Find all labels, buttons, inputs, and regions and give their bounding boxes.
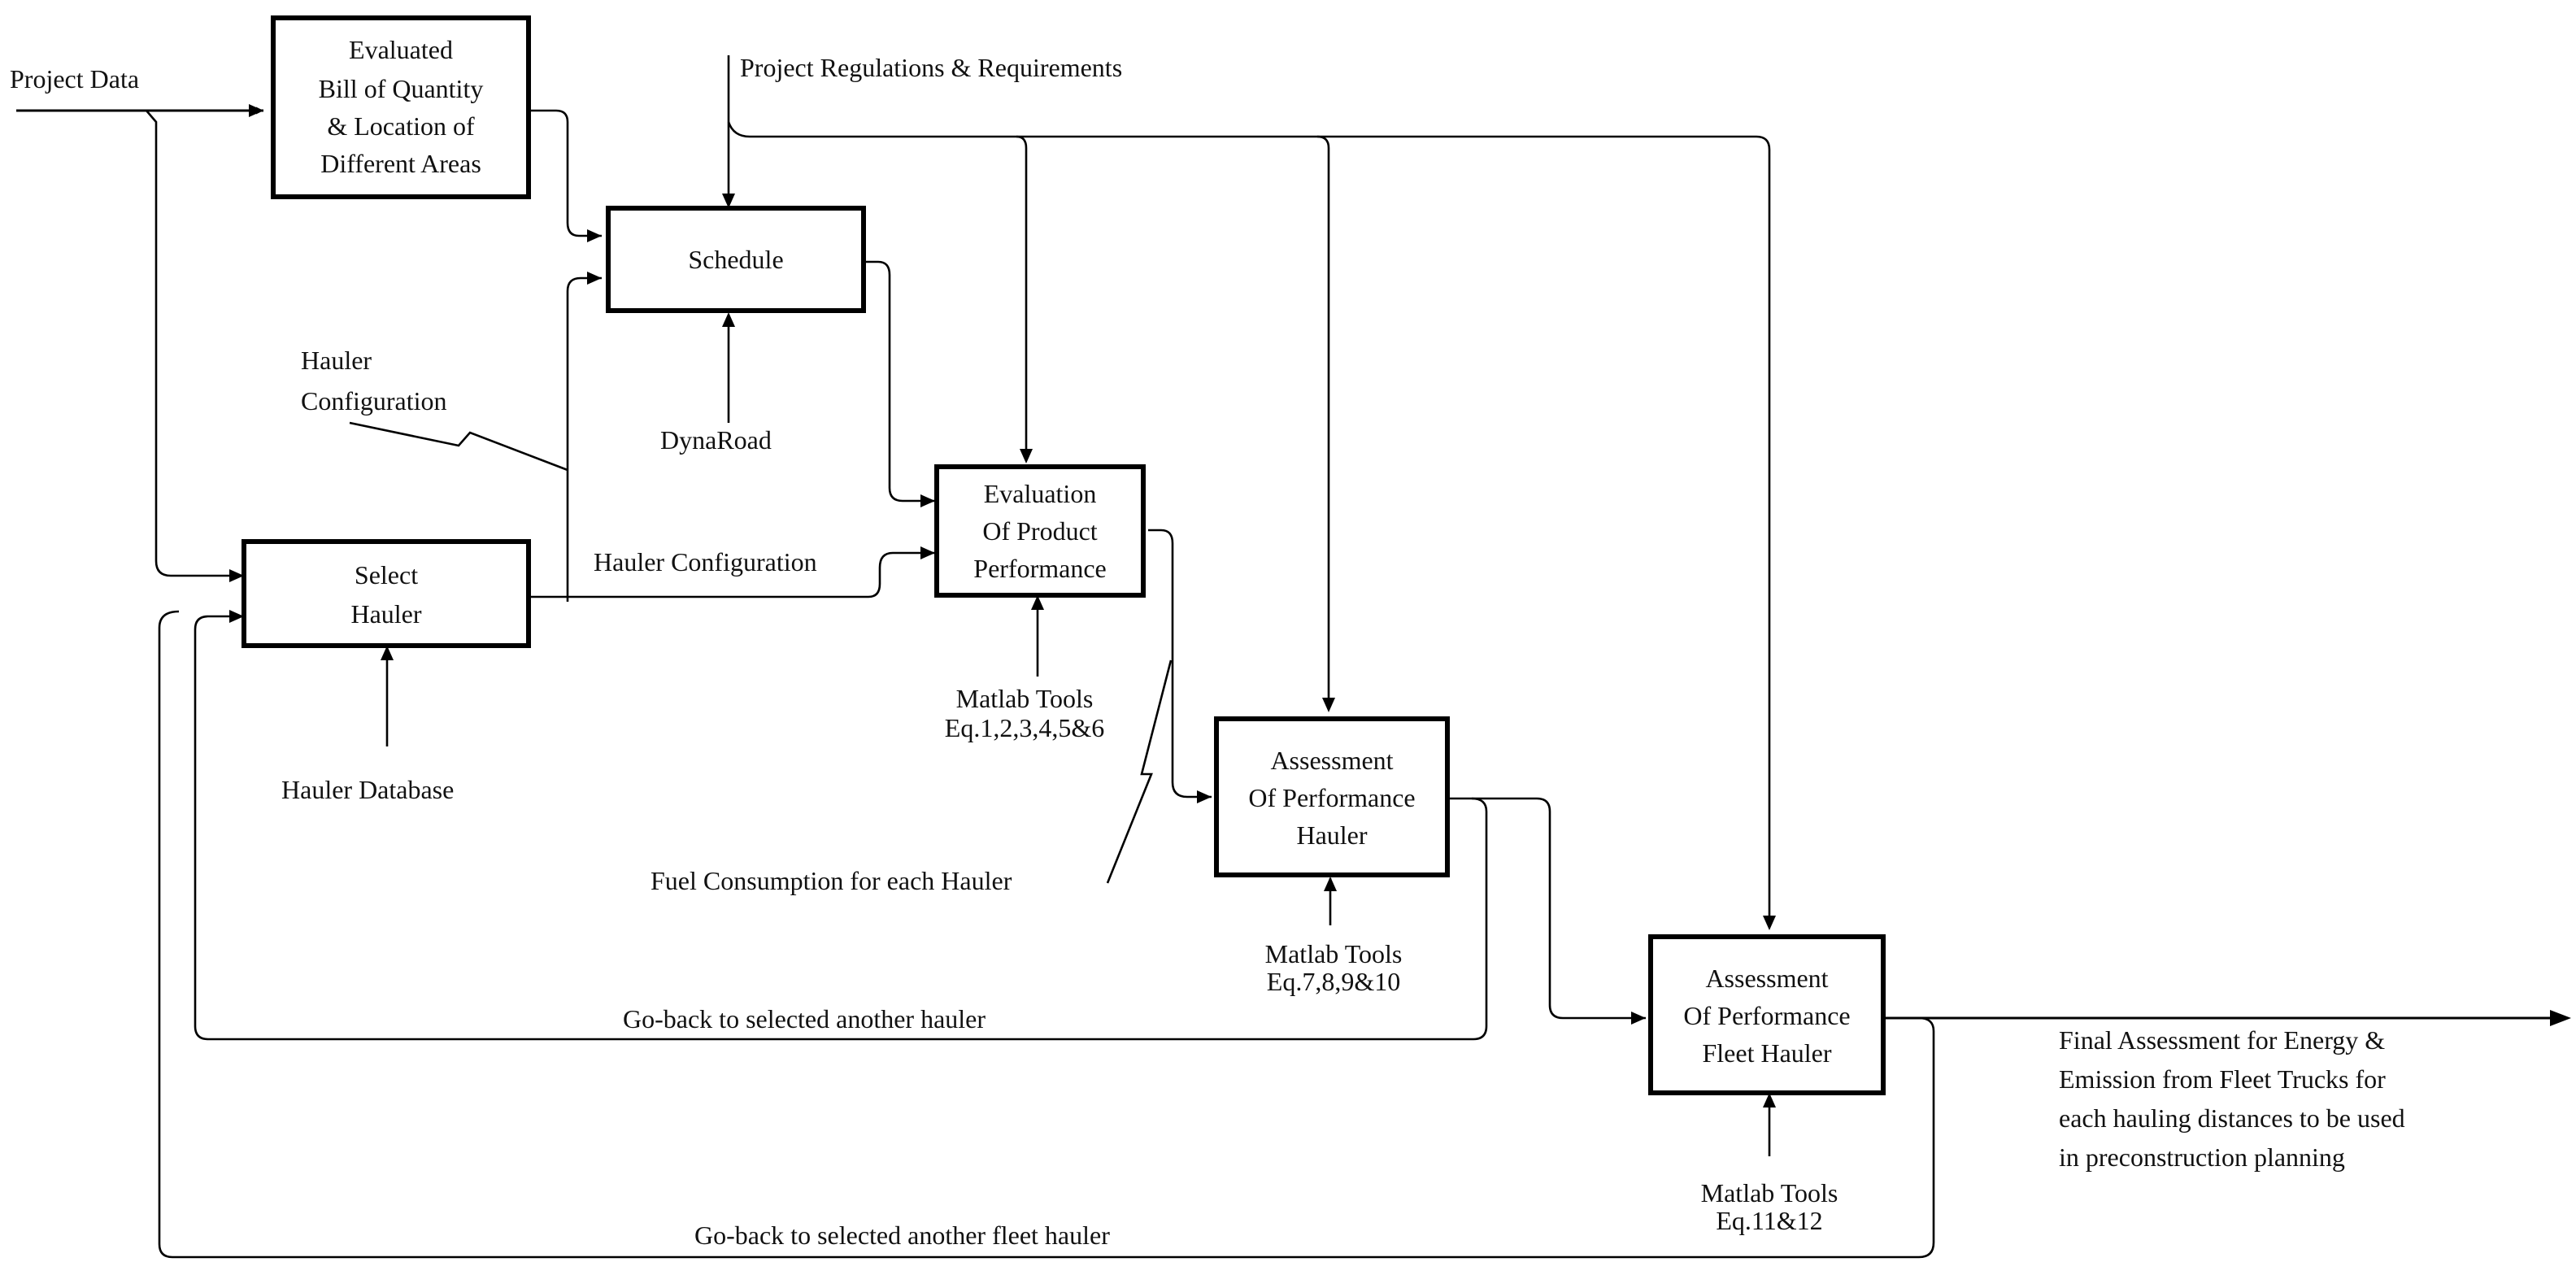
box-line: Performance: [973, 554, 1106, 583]
box-line: Of Performance: [1683, 1001, 1850, 1030]
box-line: Select: [355, 560, 418, 590]
arrowhead: [381, 646, 394, 660]
box-frame: [242, 539, 531, 648]
arrowhead: [920, 494, 935, 507]
label-line: Eq.7,8,9&10: [1267, 967, 1400, 996]
fuel-consumption-callout: [1106, 659, 1173, 884]
box-assessment-fleet: Assessment Of Performance Fleet Hauler: [1648, 934, 1886, 1095]
arrowhead: [249, 104, 263, 117]
arrowhead: [1020, 449, 1033, 463]
box-line: Hauler: [350, 599, 421, 629]
arrowhead: [1197, 790, 1212, 803]
arrowheads: [229, 104, 2571, 1107]
label-line: Eq.11&12: [1716, 1206, 1822, 1235]
box-schedule: Schedule: [606, 206, 866, 313]
box-line: Assessment: [1270, 746, 1393, 775]
label-line: in preconstruction planning: [2059, 1142, 2345, 1172]
box-line: Different Areas: [320, 149, 481, 178]
box-frame: [606, 206, 866, 313]
label-go-back-hauler: Go-back to selected another hauler: [623, 1004, 986, 1033]
assessment-to-fleet: [1447, 797, 1646, 1020]
boq-to-schedule: [529, 109, 602, 237]
select-hauler-to-schedule: [566, 276, 602, 602]
arrowhead: [1322, 698, 1335, 712]
arrowhead: [920, 546, 935, 559]
box-line: Of Product: [982, 516, 1097, 546]
arrowhead: [1031, 595, 1044, 610]
box-frame: [934, 464, 1146, 598]
box-assessment-hauler: Assessment Of Performance Hauler: [1214, 716, 1450, 877]
schedule-to-evaluation: [864, 260, 935, 503]
evaluation-to-assessment: [1148, 529, 1212, 799]
arrowhead: [1324, 877, 1337, 891]
box-evaluated-boq: Evaluated Bill of Quantity & Location of…: [271, 15, 531, 199]
select-hauler-to-evaluation: [529, 551, 935, 598]
box-frame: [1648, 934, 1886, 1095]
box-frame: [1214, 716, 1450, 877]
label-line: Emission from Fleet Trucks for: [2059, 1064, 2386, 1094]
regulations-to-assessment: [1316, 135, 1330, 709]
arrowhead: [587, 229, 602, 242]
project-data-to-select-hauler: [146, 110, 244, 577]
box-line: Assessment: [1705, 964, 1828, 993]
regulations-bus: [727, 121, 1771, 919]
arrowhead: [1763, 916, 1776, 930]
box-evaluation-product: Evaluation Of Product Performance: [934, 464, 1146, 598]
arrowhead: [722, 194, 735, 208]
label-final-assessment: Final Assessment for Energy & Emission f…: [2059, 1025, 2405, 1172]
box-line: Fleet Hauler: [1702, 1038, 1831, 1068]
label-project-data: Project Data: [10, 64, 139, 94]
box-line: & Location of: [327, 111, 475, 141]
label-go-back-fleet: Go-back to selected another fleet hauler: [694, 1221, 1110, 1250]
label-line: Final Assessment for Energy &: [2059, 1025, 2385, 1055]
label-matlab-tools-2: Matlab Tools Eq.7,8,9&10: [1265, 939, 1403, 996]
label-line: Matlab Tools: [1265, 939, 1403, 968]
arrowhead: [587, 272, 602, 285]
label-line: Matlab Tools: [1701, 1178, 1838, 1208]
label-line: each hauling distances to be used: [2059, 1103, 2405, 1133]
label-matlab-tools-3: Matlab Tools Eq.11&12: [1701, 1178, 1838, 1235]
label-hauler-configuration-2: Hauler Configuration: [594, 547, 817, 577]
box-line: Hauler: [1296, 820, 1367, 850]
hauler-configuration-callout: [349, 421, 568, 472]
arrowhead: [229, 569, 244, 582]
box-line: Evaluation: [984, 479, 1097, 508]
arrowhead: [2550, 1010, 2571, 1026]
go-back-fleet-loop: [158, 610, 1935, 1259]
label-hauler-database: Hauler Database: [281, 775, 454, 804]
label-line: Hauler: [301, 346, 372, 375]
arrowhead: [1763, 1093, 1776, 1107]
label-line: Eq.1,2,3,4,5&6: [945, 713, 1104, 742]
label-dynaroad: DynaRoad: [660, 425, 772, 455]
box-frame: [271, 15, 531, 199]
box-line: Bill of Quantity: [319, 74, 484, 103]
box-select-hauler: Select Hauler: [242, 539, 531, 648]
arrowhead: [229, 610, 244, 623]
connectors: [16, 55, 2563, 1259]
label-fuel-consumption: Fuel Consumption for each Hauler: [651, 866, 1012, 895]
label-hauler-configuration-1: Hauler Configuration: [301, 346, 447, 416]
label-matlab-tools-1: Matlab Tools Eq.1,2,3,4,5&6: [945, 684, 1104, 742]
box-line: Evaluated: [349, 35, 453, 64]
arrowhead: [722, 312, 735, 327]
box-line: Of Performance: [1248, 783, 1415, 812]
label-line: Configuration: [301, 386, 447, 416]
regulations-to-evaluation: [1016, 135, 1028, 460]
label-project-regulations: Project Regulations & Requirements: [740, 53, 1122, 82]
box-line: Schedule: [688, 245, 783, 274]
arrowhead: [1631, 1012, 1646, 1025]
label-line: Matlab Tools: [956, 684, 1094, 713]
go-back-hauler-loop: [194, 615, 1488, 1041]
